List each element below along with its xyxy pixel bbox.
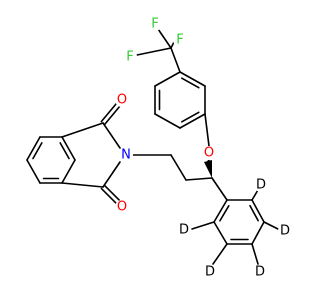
deuterated-phenyl-double-bond: [219, 205, 230, 222]
nitrogen-label: N: [121, 148, 131, 163]
trifluoromethylphenyl-bond: [179, 113, 206, 129]
deuterated-phenyl-bond: [251, 199, 265, 223]
c-f-bond: [157, 28, 172, 49]
atom-d-4: D: [203, 265, 217, 280]
fluorine-label: F: [176, 33, 183, 48]
deuterium-label: D: [255, 265, 265, 280]
imide-ring-bond: [102, 122, 121, 149]
oxygen-label: O: [204, 146, 214, 161]
atom-f-top: F: [148, 17, 162, 32]
carbonyl-double-bond: [100, 102, 118, 123]
atom-f-left: F: [123, 50, 137, 65]
bonds: [26, 28, 279, 265]
phthalimide-benzene-double-bond: [59, 142, 70, 160]
aryl-ether-bond: [204, 113, 210, 147]
fluorine-label: F: [126, 50, 133, 65]
atom-f-right: F: [173, 33, 187, 48]
carbonyl-double-bond: [103, 105, 121, 126]
c-d-bond: [191, 221, 215, 230]
fluorine-label: F: [151, 17, 158, 32]
stereo-wedge-bond: [204, 160, 212, 178]
atom-o-ether: O: [202, 146, 216, 161]
deuterium-label: D: [256, 178, 266, 193]
c-d-bond: [251, 243, 259, 265]
trifluoromethylphenyl-bond: [154, 71, 181, 87]
cf3-bond: [170, 47, 181, 73]
deuterium-label: D: [179, 223, 189, 238]
phthalimide-benzene-double-bond: [32, 142, 43, 160]
deuterated-phenyl-double-bond: [249, 204, 259, 222]
atom-d-3: D: [278, 224, 292, 239]
atom-d-2: D: [177, 223, 191, 238]
deuterated-phenyl-bond: [213, 221, 228, 245]
trifluoromethylphenyl-double-bond: [181, 77, 200, 89]
imide-ring-bond: [61, 182, 104, 188]
deuterium-label: D: [205, 265, 215, 280]
deuterated-phenyl-bond: [251, 221, 265, 245]
c-f-bond: [136, 47, 172, 56]
trifluoromethylphenyl-bond: [154, 113, 181, 129]
atom-o-carbonyl-bottom: O: [115, 200, 129, 215]
phthalimide-benzene-bond: [61, 159, 76, 184]
phthalimide-benzene-bond: [26, 159, 41, 184]
oxygen-label: O: [117, 200, 127, 215]
oxygen-label: O: [117, 93, 127, 108]
chain-bond: [170, 154, 187, 181]
atom-d-5: D: [253, 265, 267, 280]
imide-ring-bond: [102, 161, 121, 188]
chain-bond: [185, 177, 213, 181]
c-d-bond: [263, 221, 279, 230]
carbonyl-double-bond: [103, 184, 121, 202]
molecule-structure: F F F O O O N D: [26, 17, 292, 280]
atom-n-imide: N: [119, 148, 133, 163]
atom-labels: F F F O O O N D: [115, 17, 292, 280]
chain-bond: [211, 177, 228, 201]
phthalimide-benzene-bond: [26, 136, 41, 161]
deuterium-label: D: [280, 224, 290, 239]
imide-ring-bond: [61, 122, 104, 138]
atom-d-1: D: [254, 178, 268, 193]
atom-o-carbonyl-top: O: [115, 93, 129, 108]
trifluoromethylphenyl-double-bond: [181, 111, 200, 123]
deuterated-phenyl-bond: [213, 199, 228, 223]
carbonyl-double-bond: [100, 187, 118, 205]
c-f-bond: [170, 41, 175, 49]
c-d-bond: [251, 189, 259, 201]
phthalimide-benzene-bond: [61, 136, 76, 161]
trifluoromethylphenyl-bond: [179, 71, 206, 87]
c-d-bond: [212, 243, 228, 265]
